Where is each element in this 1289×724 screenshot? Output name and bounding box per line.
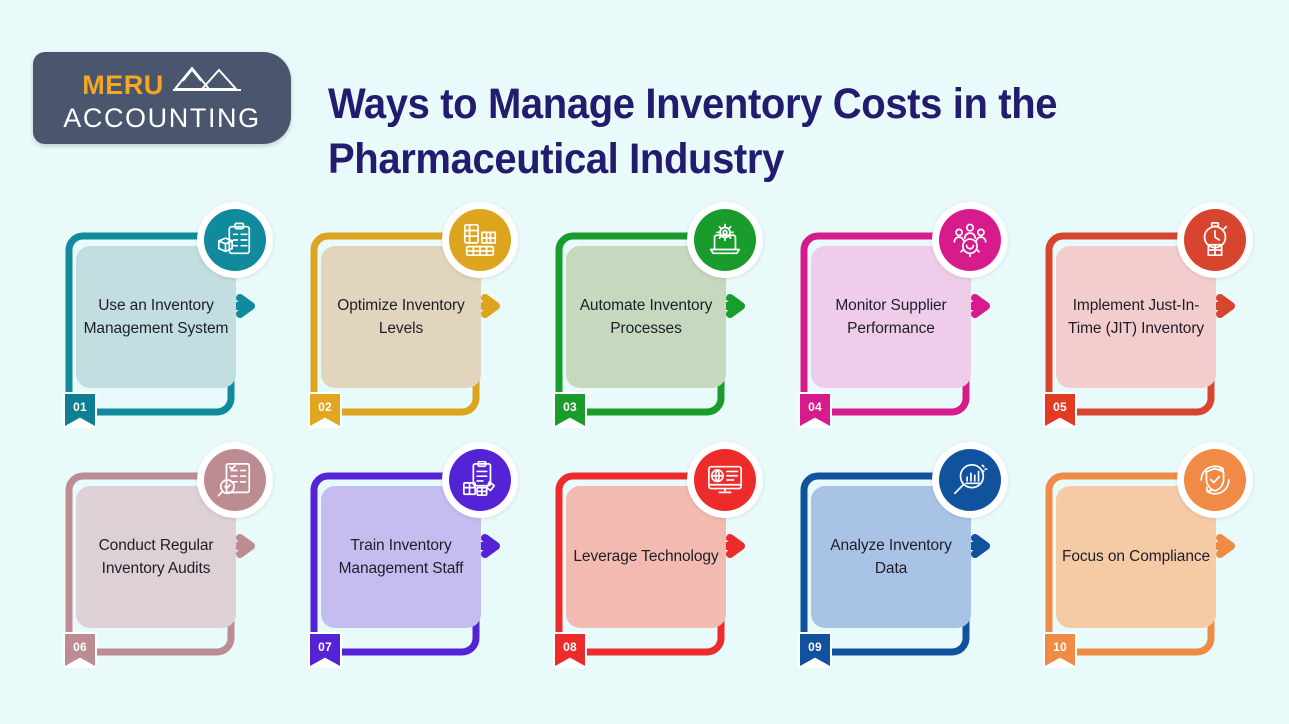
- step-icon-medallion: [442, 442, 518, 518]
- step-label: Train Inventory Management Staff: [338, 536, 464, 577]
- step-icon-medallion: [932, 202, 1008, 278]
- ribbon-shape: 01: [65, 394, 95, 426]
- step-body: Automate Inventory Processes: [566, 246, 726, 388]
- step-label: Analyze Inventory Data: [830, 536, 952, 577]
- step-number-badge: 08: [553, 632, 587, 668]
- step-card-10: Focus on Compliance 10: [1025, 436, 1270, 676]
- step-number: 03: [563, 400, 577, 414]
- ribbon-shape: 08: [555, 634, 585, 666]
- step-number: 01: [73, 400, 87, 414]
- step-body: Monitor Supplier Performance: [811, 246, 971, 388]
- step-label: Automate Inventory Processes: [579, 296, 713, 337]
- step-card-05: Implement Just-In-Time (JIT) Inventory 0…: [1025, 196, 1270, 436]
- ribbon-shape: 09: [800, 634, 830, 666]
- step-body: Implement Just-In-Time (JIT) Inventory: [1056, 246, 1216, 388]
- page-title: Ways to Manage Inventory Costs in the Ph…: [328, 79, 1058, 183]
- step-card-03: Automate Inventory Processes 03: [535, 196, 780, 436]
- step-icon-medallion: [687, 202, 763, 278]
- step-number-badge: 04: [798, 392, 832, 428]
- magnifier-bar-chart-icon: [939, 449, 1001, 511]
- step-icon-medallion: [442, 202, 518, 278]
- step-number: 08: [563, 640, 577, 654]
- brand-name-accounting: ACCOUNTING: [63, 102, 261, 133]
- step-body: Use an Inventory Management System: [76, 246, 236, 388]
- step-body: Train Inventory Management Staff: [321, 486, 481, 628]
- brand-logo-badge: MERU ACCOUNTING: [33, 52, 291, 144]
- steps-grid: Use an Inventory Management System 01 Op…: [0, 196, 1289, 696]
- step-icon-medallion: [1177, 442, 1253, 518]
- step-card-04: Monitor Supplier Performance 04: [780, 196, 1025, 436]
- step-number-badge: 06: [63, 632, 97, 668]
- step-number: 10: [1053, 640, 1067, 654]
- step-body: Conduct Regular Inventory Audits: [76, 486, 236, 628]
- step-number-badge: 10: [1043, 632, 1077, 668]
- brand-logo-top-row: MERU: [82, 65, 242, 99]
- step-card-07: Train Inventory Management Staff 07: [290, 436, 535, 676]
- step-number: 09: [808, 640, 822, 654]
- step-body: Analyze Inventory Data: [811, 486, 971, 628]
- step-icon-medallion: [197, 442, 273, 518]
- ribbon-shape: 10: [1045, 634, 1075, 666]
- step-card-01: Use an Inventory Management System 01: [45, 196, 290, 436]
- step-number-badge: 07: [308, 632, 342, 668]
- step-card-06: Conduct Regular Inventory Audits 06: [45, 436, 290, 676]
- step-number-badge: 02: [308, 392, 342, 428]
- audit-magnifier-icon: [204, 449, 266, 511]
- brand-name-meru: MERU: [82, 69, 164, 100]
- ribbon-shape: 05: [1045, 394, 1075, 426]
- ribbon-shape: 03: [555, 394, 585, 426]
- step-body: Leverage Technology: [566, 486, 726, 628]
- step-body: Optimize Inventory Levels: [321, 246, 481, 388]
- step-icon-medallion: [687, 442, 763, 518]
- step-label: Use an Inventory Management System: [83, 296, 229, 337]
- ribbon-shape: 06: [65, 634, 95, 666]
- training-clipboard-boxes-icon: [449, 449, 511, 511]
- step-icon-medallion: [932, 442, 1008, 518]
- step-card-09: Analyze Inventory Data 09: [780, 436, 1025, 676]
- step-card-08: Leverage Technology 08: [535, 436, 780, 676]
- supplier-team-icon: [939, 209, 1001, 271]
- step-icon-medallion: [197, 202, 273, 278]
- header: MERU ACCOUNTING Ways to Manage Inventory…: [0, 0, 1289, 183]
- ribbon-shape: 04: [800, 394, 830, 426]
- warehouse-shelves-icon: [449, 209, 511, 271]
- step-number: 04: [808, 400, 822, 414]
- ribbon-shape: 07: [310, 634, 340, 666]
- step-number-badge: 01: [63, 392, 97, 428]
- ribbon-shape: 02: [310, 394, 340, 426]
- shield-check-cycle-icon: [1184, 449, 1246, 511]
- step-number: 05: [1053, 400, 1067, 414]
- step-card-02: Optimize Inventory Levels 02: [290, 196, 535, 436]
- step-label: Optimize Inventory Levels: [337, 296, 465, 337]
- mountain-icon: [172, 64, 242, 99]
- step-label: Conduct Regular Inventory Audits: [98, 536, 214, 577]
- laptop-gear-icon: [694, 209, 756, 271]
- clipboard-checklist-box-icon: [204, 209, 266, 271]
- step-body: Focus on Compliance: [1056, 486, 1216, 628]
- step-number: 07: [318, 640, 332, 654]
- step-label: Focus on Compliance: [1062, 548, 1211, 566]
- step-label: Monitor Supplier Performance: [835, 296, 947, 337]
- step-number-badge: 05: [1043, 392, 1077, 428]
- step-number-badge: 09: [798, 632, 832, 668]
- step-number: 06: [73, 640, 87, 654]
- stopwatch-delivery-icon: [1184, 209, 1246, 271]
- step-number-badge: 03: [553, 392, 587, 428]
- step-label: Implement Just-In-Time (JIT) Inventory: [1067, 296, 1205, 337]
- monitor-globe-icon: [694, 449, 756, 511]
- step-label: Leverage Technology: [573, 548, 719, 566]
- step-icon-medallion: [1177, 202, 1253, 278]
- step-number: 02: [318, 400, 332, 414]
